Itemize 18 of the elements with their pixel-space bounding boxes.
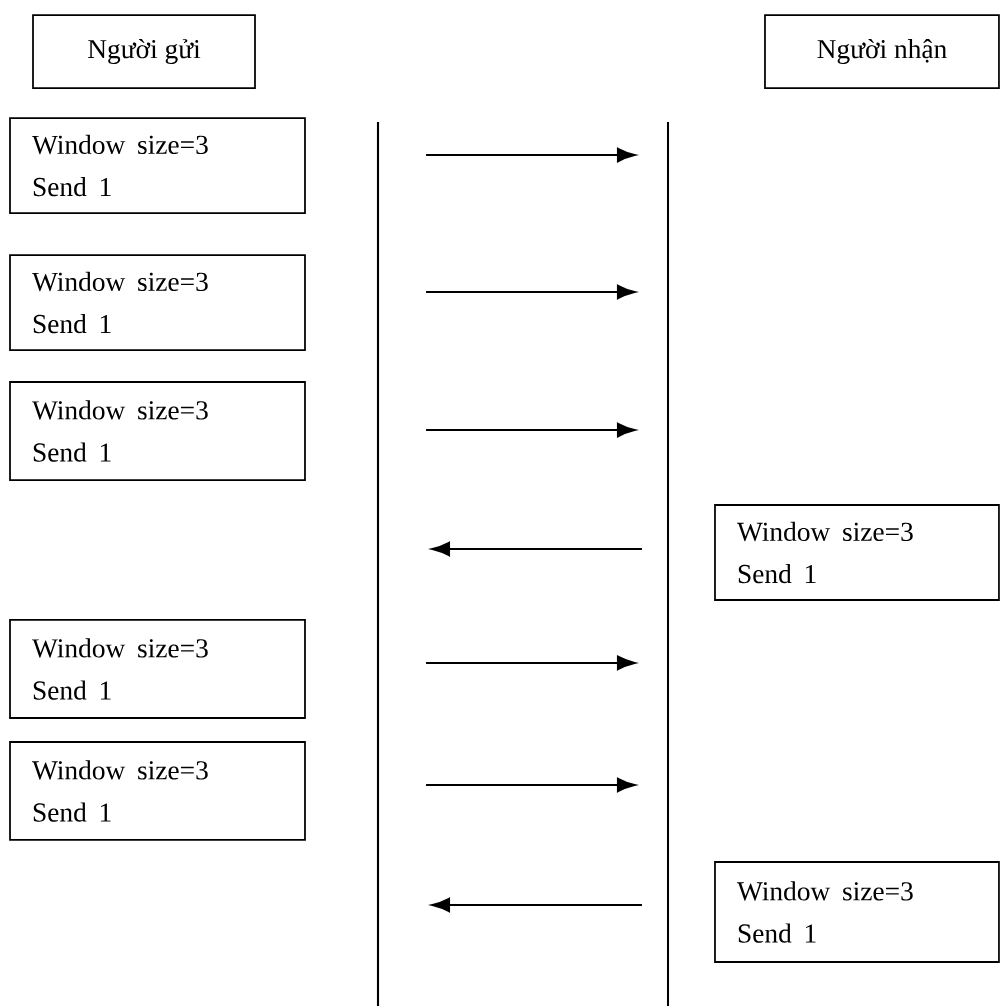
message-box: Window size=3 Send 1 [9, 619, 306, 719]
lifeline [666, 120, 670, 1006]
participant-box: Người nhận [764, 14, 1000, 89]
arrow [426, 422, 636, 438]
message-box: Window size=3 Send 1 [9, 117, 306, 214]
arrow [426, 284, 636, 300]
arrow [426, 655, 636, 671]
participant-box: Người gửi [32, 14, 256, 89]
message-box: Window size=3 Send 1 [9, 741, 306, 841]
message-box: Window size=3 Send 1 [714, 504, 1000, 601]
message-box: Window size=3 Send 1 [714, 861, 1000, 963]
message-box: Window size=3 Send 1 [9, 254, 306, 351]
lifeline [376, 120, 380, 1006]
arrow [426, 777, 636, 793]
arrow [426, 147, 636, 163]
arrow [431, 541, 642, 557]
arrow [431, 897, 642, 913]
message-box: Window size=3 Send 1 [9, 381, 306, 481]
